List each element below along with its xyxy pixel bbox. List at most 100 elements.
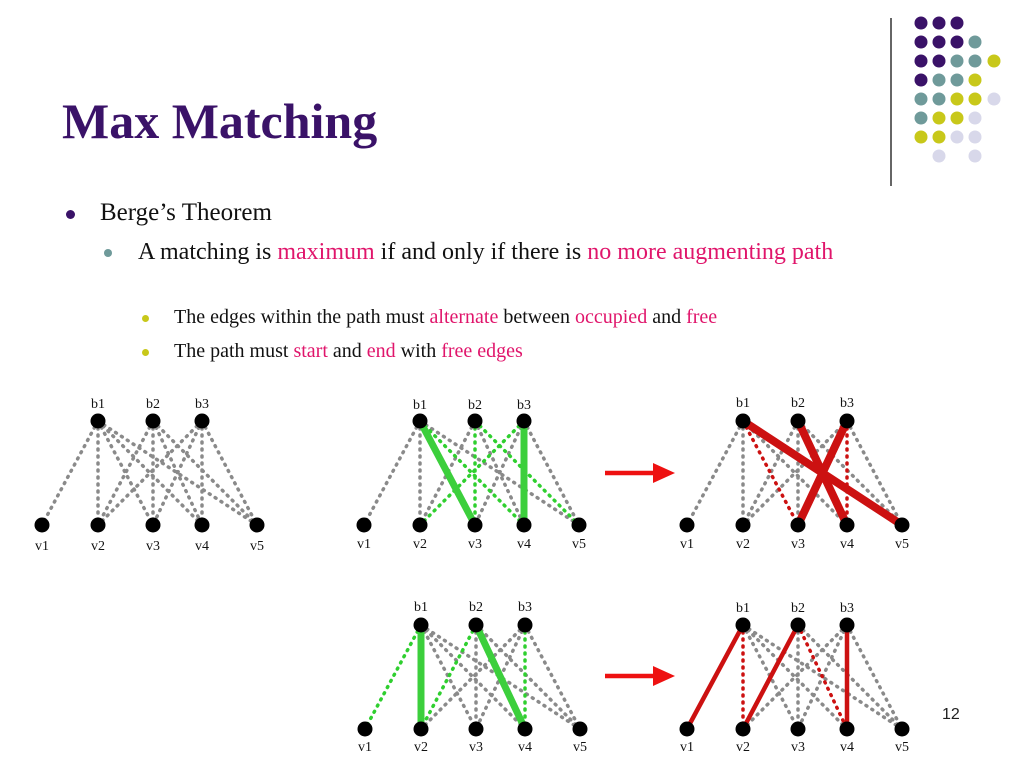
decor-dot xyxy=(968,54,982,68)
free-edge xyxy=(741,623,800,731)
l3-2-b: and xyxy=(327,340,367,362)
node-b2 xyxy=(790,413,806,429)
l3-1-hl-occupied: occupied xyxy=(575,306,648,328)
decor-dot xyxy=(968,149,982,163)
l3-1-hl-alternate: alternate xyxy=(429,306,499,328)
node-label: v5 xyxy=(895,740,909,755)
free-edge xyxy=(419,623,478,731)
decor-dot xyxy=(914,92,928,106)
matched-edge xyxy=(472,621,529,733)
node-label: b2 xyxy=(468,398,482,413)
level2-prefix: A matching is xyxy=(138,239,278,265)
bullet-level3-text-2: The path must start and end with free ed… xyxy=(174,340,523,363)
l3-2-hl-start: start xyxy=(293,340,328,362)
node-v2 xyxy=(412,517,428,533)
node-label: v5 xyxy=(572,537,586,552)
node-b1 xyxy=(90,413,106,429)
l3-2-hl-free-edges: free edges xyxy=(441,340,523,362)
node-label: v1 xyxy=(358,740,372,755)
page-number: 12 xyxy=(942,706,960,723)
node-label: v3 xyxy=(791,537,805,552)
node-label: v2 xyxy=(414,740,428,755)
node-label: v5 xyxy=(573,740,587,755)
decor-dot xyxy=(914,54,928,68)
node-b3 xyxy=(839,617,855,633)
free-edge xyxy=(522,419,581,527)
decor-dot xyxy=(932,35,946,49)
decor-dot xyxy=(987,92,1001,106)
node-label: v3 xyxy=(468,537,482,552)
decor-dot xyxy=(987,54,1001,68)
decor-dot xyxy=(914,16,928,30)
node-label: v4 xyxy=(840,537,854,552)
level2-middle: if and only if there is xyxy=(374,239,588,265)
decor-dot xyxy=(914,73,928,87)
path-free-edge xyxy=(796,623,849,731)
decor-dot xyxy=(968,111,982,125)
node-label: v1 xyxy=(35,539,49,554)
node-label: v3 xyxy=(146,539,160,554)
node-label: b1 xyxy=(736,396,750,411)
bullet-dot-level2 xyxy=(104,249,112,257)
bullet-dot-level1 xyxy=(66,210,75,219)
path-free-edge xyxy=(419,623,478,731)
bullet-dot-level3-2 xyxy=(142,349,149,356)
free-edge xyxy=(845,419,904,527)
free-edge xyxy=(418,419,477,527)
node-v5 xyxy=(249,517,265,533)
node-b1 xyxy=(735,617,751,633)
node-v3 xyxy=(790,721,806,737)
node-v2 xyxy=(90,517,106,533)
l3-2-c: with xyxy=(395,340,442,362)
node-label: v5 xyxy=(250,539,264,554)
node-v4 xyxy=(516,517,532,533)
node-label: b2 xyxy=(469,600,483,615)
node-label: b3 xyxy=(840,601,854,616)
node-label: b3 xyxy=(195,397,209,412)
arrow-1 xyxy=(605,463,675,483)
free-edge xyxy=(151,419,204,527)
node-label: b1 xyxy=(414,600,428,615)
node-v1 xyxy=(356,517,372,533)
node-b1 xyxy=(413,617,429,633)
free-edge xyxy=(796,623,904,731)
node-label: v3 xyxy=(791,740,805,755)
node-v2 xyxy=(413,721,429,737)
decorative-dots xyxy=(890,16,1001,186)
node-v2 xyxy=(735,517,751,533)
decor-dot xyxy=(968,73,982,87)
path-free-edge xyxy=(741,419,800,527)
node-label: v4 xyxy=(517,537,531,552)
decor-dot xyxy=(914,35,928,49)
matched-edge xyxy=(416,417,479,529)
node-v1 xyxy=(679,721,695,737)
level2-highlight-maximum: maximum xyxy=(277,239,375,265)
l3-1-b: between xyxy=(498,306,575,328)
decor-dot xyxy=(932,16,946,30)
bullet-level1-text: Berge’s Theorem xyxy=(100,199,272,226)
node-b1 xyxy=(412,413,428,429)
node-label: v1 xyxy=(357,537,371,552)
bullet-level2-text: A matching is maximum if and only if the… xyxy=(138,238,918,267)
node-v3 xyxy=(790,517,806,533)
node-b3 xyxy=(516,413,532,429)
node-b2 xyxy=(468,617,484,633)
free-edge xyxy=(362,419,422,527)
decor-dot xyxy=(914,130,928,144)
node-b2 xyxy=(145,413,161,429)
node-v4 xyxy=(194,517,210,533)
decor-dot xyxy=(932,92,946,106)
decor-dot xyxy=(950,92,964,106)
node-label: b3 xyxy=(517,398,531,413)
free-edge xyxy=(40,419,100,527)
l3-2-hl-end: end xyxy=(366,340,396,362)
node-b2 xyxy=(467,413,483,429)
free-edge xyxy=(151,419,259,527)
node-v4 xyxy=(517,721,533,737)
node-v3 xyxy=(145,517,161,533)
node-v4 xyxy=(839,517,855,533)
